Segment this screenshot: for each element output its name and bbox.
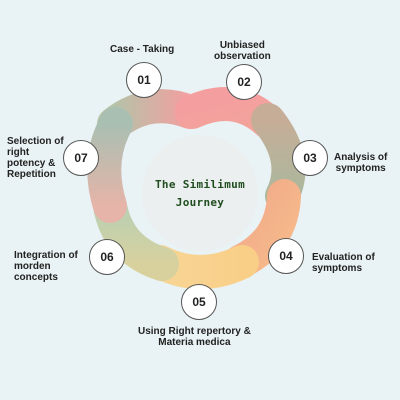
ring-center	[142, 135, 258, 251]
title-line-1: The Similimum	[155, 178, 245, 191]
stage-number-03: 03	[292, 140, 328, 176]
stage-label-01: Case - Taking	[110, 44, 175, 55]
stage-number-07: 07	[63, 140, 99, 176]
stage-label-04: Evaluation of symptoms	[312, 252, 375, 274]
diagram-title: The Similimum Journey	[130, 176, 270, 212]
stage-number-01: 01	[126, 62, 162, 98]
stage-label-02: Unbiased observation	[214, 40, 271, 62]
ring-segment-7	[87, 107, 133, 223]
stage-number-04: 04	[268, 238, 304, 274]
stage-label-06: Integration of morden concepts	[14, 250, 78, 283]
stage-label-07: Selection of right potency & Repetition	[7, 136, 64, 180]
stage-number-06: 06	[89, 239, 125, 275]
title-line-2: Journey	[175, 196, 225, 209]
stage-number-02: 02	[226, 64, 262, 100]
stage-label-03: Analysis of symptoms	[334, 152, 388, 174]
stage-number-05: 05	[181, 284, 217, 320]
stage-label-05: Using Right repertory & Materia medica	[138, 326, 251, 348]
